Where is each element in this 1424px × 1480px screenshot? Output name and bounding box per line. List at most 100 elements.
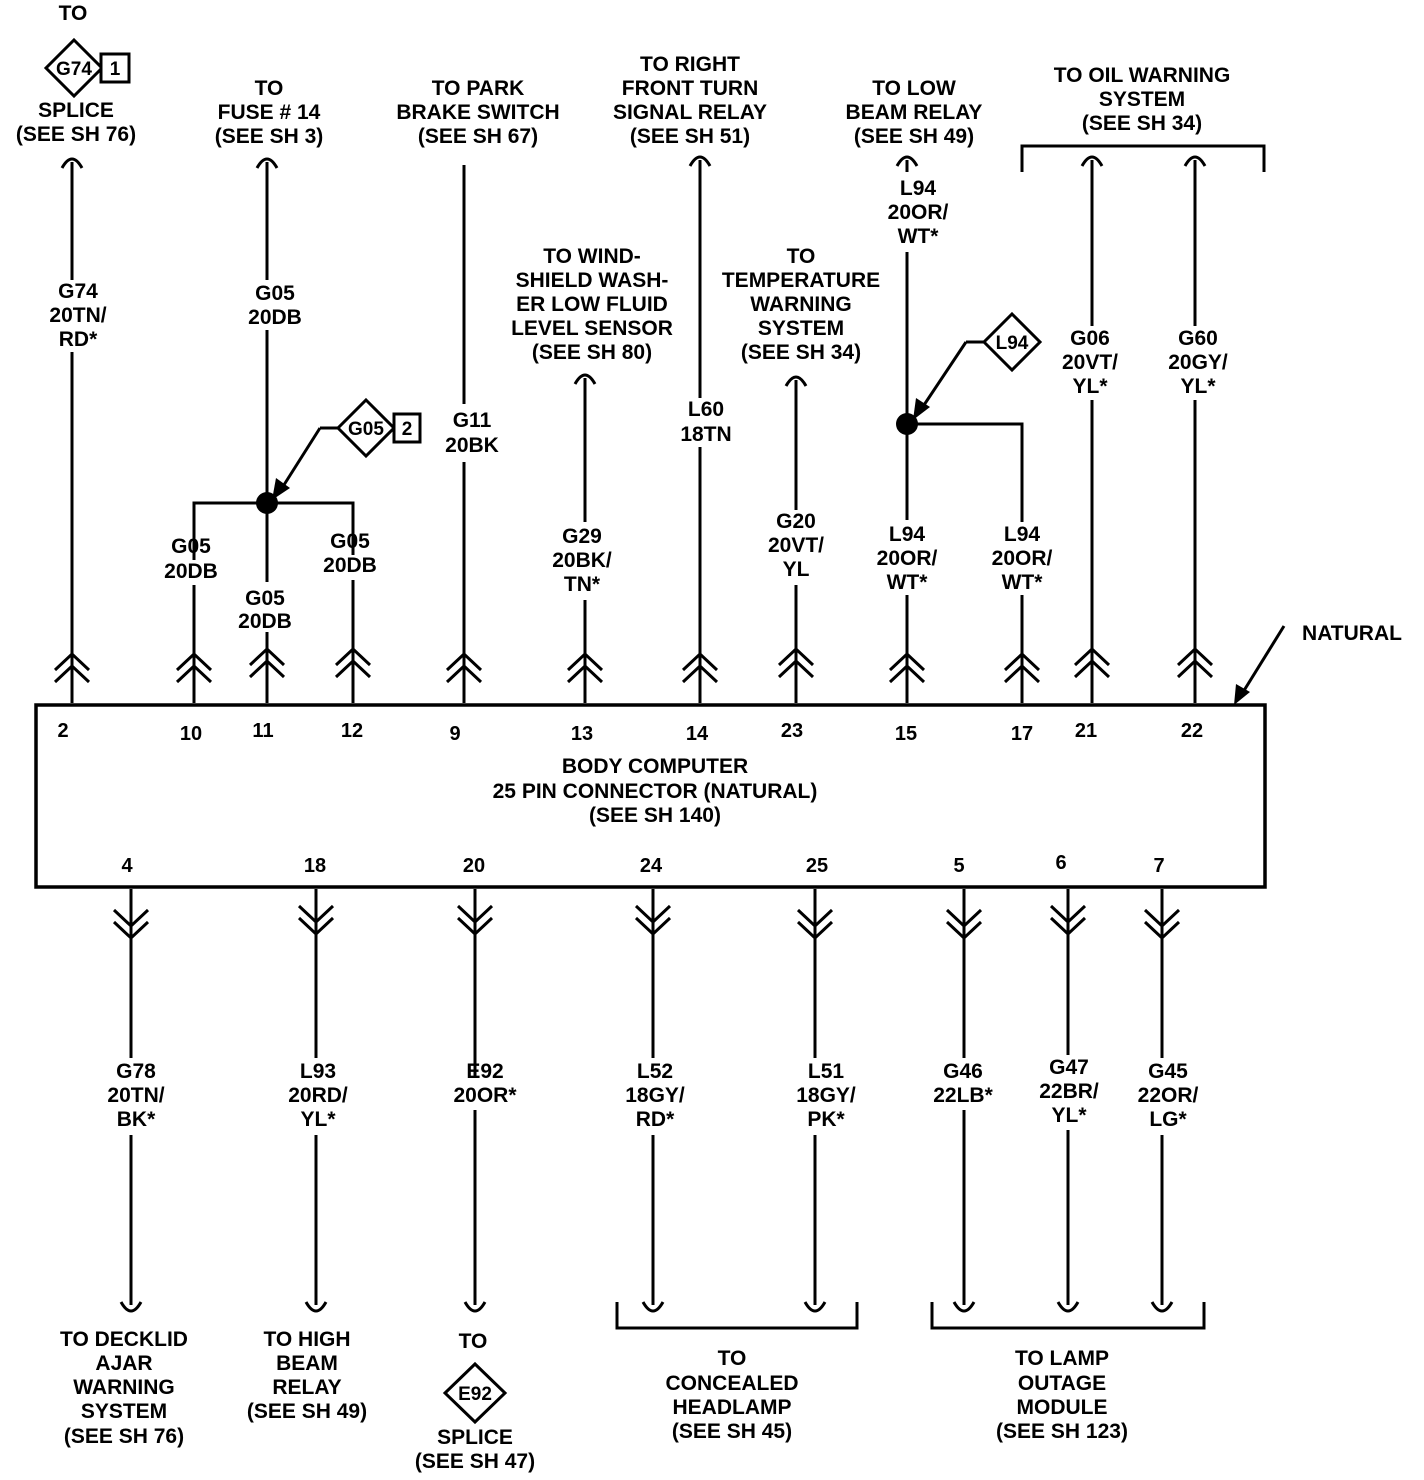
pin-9: 9 [449,723,460,745]
pin-6: 6 [1055,852,1066,874]
dest-washer-line5: (SEE SH 80) [532,341,652,364]
dest-park-brake-line3: (SEE SH 67) [418,125,538,148]
dest-fuse14-line2: FUSE # 14 [218,101,321,124]
dest-decklid-line1: TO DECKLID [60,1328,188,1351]
dest-temp-line1: TO [787,245,816,268]
dest-decklid-line5: (SEE SH 76) [64,1425,184,1448]
wire-l94-pin15-code: L94 [889,523,926,546]
wire-g29-code: G29 [562,525,602,548]
pin-11: 11 [252,720,273,742]
wire-l94-pin17-gauge: 20OR/ [992,547,1053,570]
top-wire-end-marks [60,155,1207,387]
wire-g46-code: G46 [943,1060,983,1083]
wire-g05-upper-code: G05 [255,282,295,305]
wire-l94-pin15-gauge: 20OR/ [877,547,938,570]
connector-reference: (SEE SH 140) [589,804,721,827]
wire-g78-gauge: 20TN/ [107,1084,164,1107]
wire-g47-gauge: 22BR/ [1039,1080,1099,1103]
wire-g06-code: G06 [1070,327,1110,350]
pin-25: 25 [806,855,828,877]
dest-lamp-line1: TO LAMP [1015,1347,1109,1370]
top-connector-chevrons [53,646,1214,684]
wire-g74-code: G74 [58,280,98,303]
dest-turn-line3: SIGNAL RELAY [613,101,767,124]
dest-pin2-line1: TO [59,2,88,25]
wire-l51-code: L51 [808,1060,845,1083]
wire-g05-pin10-gauge: 20DB [164,560,218,583]
wire-g45-gauge: 22OR/ [1138,1084,1199,1107]
wire-l52-code: L52 [637,1060,673,1083]
natural-arrowhead [1234,684,1250,705]
g05-splice-number: 2 [402,419,413,440]
pin-18: 18 [304,855,326,877]
dest-decklid-line3: WARNING [73,1376,175,1399]
dest-temp-line4: SYSTEM [758,317,844,340]
dest-decklid-line4: SYSTEM [81,1400,167,1423]
wire-e92-code: E92 [466,1060,503,1083]
l94-splice-arrowhead [913,398,930,420]
wire-l51-color: PK* [807,1108,845,1131]
dest-fuse14-line1: TO [255,77,284,100]
e92-splice-diamond [442,1361,508,1425]
dest-e92-line2: SPLICE [437,1426,513,1449]
wire-g78-color: BK* [117,1108,156,1131]
dest-turn-line2: FRONT TURN [622,77,758,100]
wire-e92-gauge: 20OR* [453,1084,517,1107]
pin-22: 22 [1181,720,1203,742]
top-wires [70,160,1197,703]
g74-splice-box [99,52,131,84]
wire-g05-pin10-code: G05 [171,535,211,558]
g05-splice-arrowhead [272,478,290,500]
l94-splice-diamond [981,311,1043,373]
wire-l51-gauge: 18GY/ [796,1084,856,1107]
dest-park-brake-line1: TO PARK [432,77,525,100]
lamp-outage-bracket [930,1302,1206,1330]
dest-highbeam-line3: RELAY [272,1376,341,1399]
dest-pin2-line3: SPLICE [38,99,114,122]
dest-pin2-line4: (SEE SH 76) [16,123,136,146]
wire-l52-color: RD* [636,1108,675,1131]
wire-g45-color: LG* [1149,1108,1187,1131]
dest-oil-line2: SYSTEM [1099,88,1185,111]
splice-dot-l94 [896,413,918,435]
wire-g60-code: G60 [1178,327,1218,350]
dest-highbeam-line2: BEAM [276,1352,338,1375]
wire-g46-gauge: 22LB* [933,1084,993,1107]
connector-subtitle: 25 PIN CONNECTOR (NATURAL) [493,780,818,803]
dest-temp-line2: TEMPERATURE [722,269,880,292]
wire-g74-color: RD* [59,328,98,351]
dest-headlamp-line3: HEADLAMP [673,1396,792,1419]
wire-l94-upper-gauge: 20OR/ [888,201,949,224]
dest-turn-line1: TO RIGHT [640,53,740,76]
wire-g74-gauge: 20TN/ [49,304,106,327]
dest-washer-line3: ER LOW FLUID [516,293,668,316]
dest-headlamp-line4: (SEE SH 45) [672,1420,792,1443]
dest-highbeam-line4: (SEE SH 49) [247,1400,367,1423]
wire-g05-pin12-code: G05 [330,530,370,553]
g05-splice-box [392,412,422,444]
bottom-wires [129,889,1164,1305]
headlamp-bracket [615,1302,859,1330]
wire-l93-code: L93 [300,1060,336,1083]
wire-g05-pin11-code: G05 [245,587,285,610]
wire-l60-code: L60 [688,398,724,421]
pin-17: 17 [1011,723,1033,745]
dest-fuse14-line3: (SEE SH 3) [215,125,324,148]
natural-arrow [1238,625,1286,698]
dest-lowbeam-line1: TO LOW [872,77,956,100]
pin-2: 2 [57,720,68,742]
wire-g29-color: TN* [564,573,601,596]
g74-splice-number: 1 [110,59,121,80]
dest-headlamp-line2: CONCEALED [665,1372,798,1395]
wire-g11-gauge: 20BK [445,434,499,457]
wire-l94-pin15-color: WT* [887,571,929,594]
dest-park-brake-line2: BRAKE SWITCH [396,101,559,124]
connector-title: BODY COMPUTER [562,755,748,778]
pin-21: 21 [1075,720,1097,742]
pin-24: 24 [640,855,663,877]
pin-20: 20 [463,855,485,877]
wire-l94-upper-code: L94 [900,177,937,200]
oil-warning-bracket [1020,144,1266,172]
